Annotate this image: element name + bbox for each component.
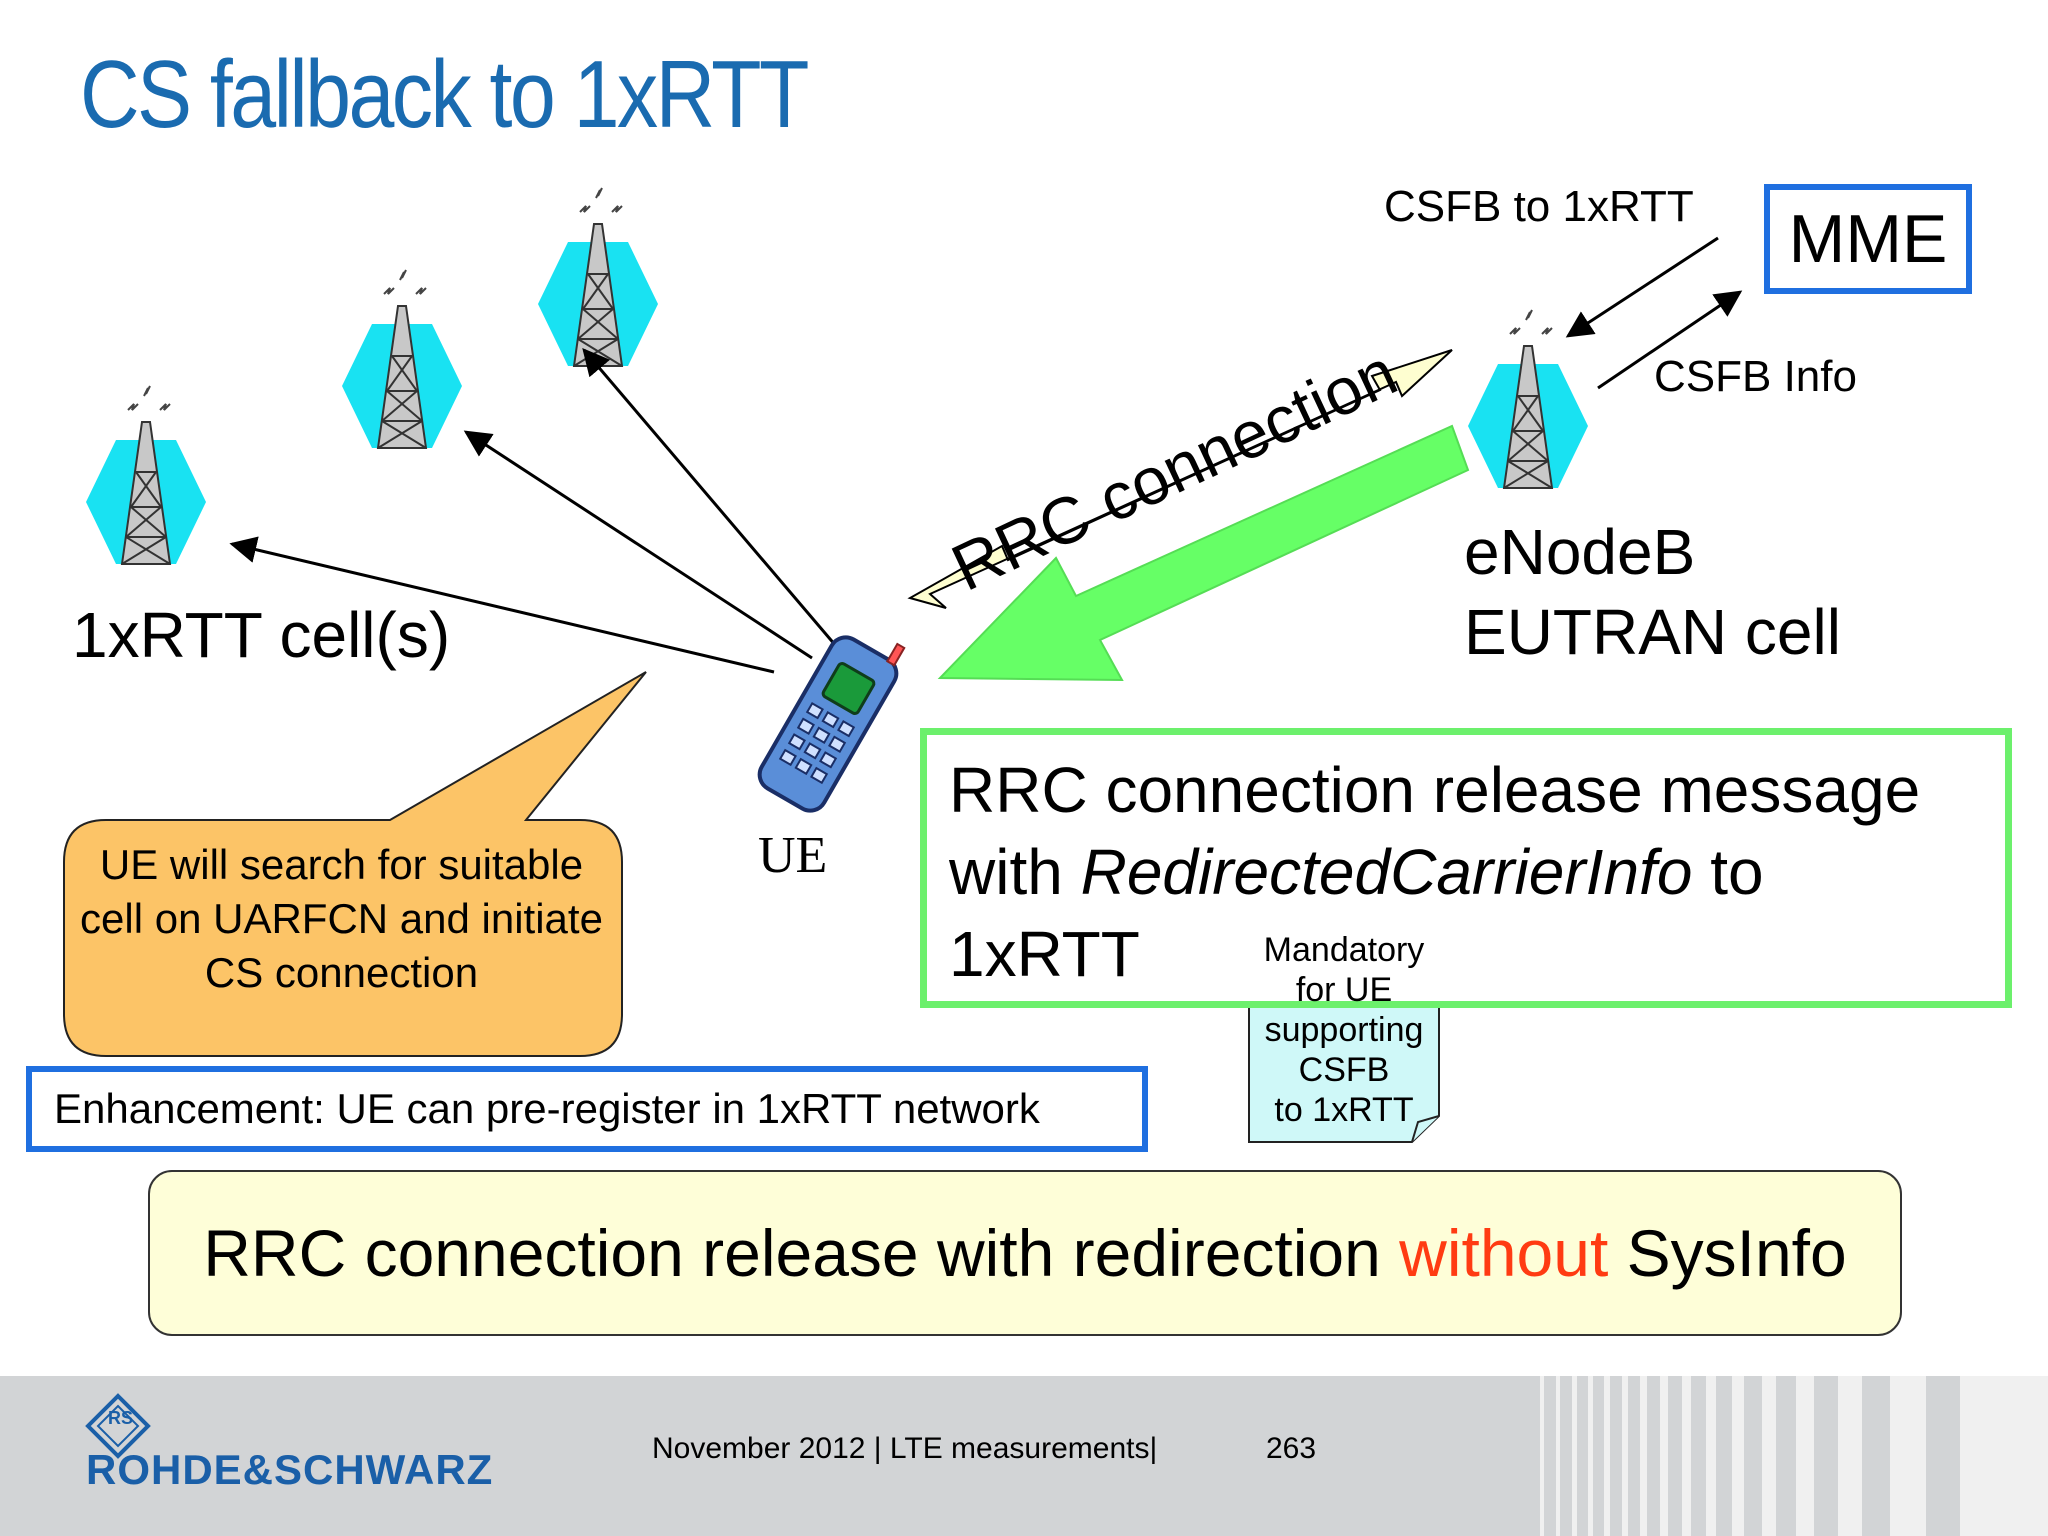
release-message-text: RRC connection release message with Redi…: [949, 749, 2009, 995]
csfb-info-label: CSFB Info: [1654, 352, 1857, 401]
enhancement-box: Enhancement: UE can pre-register in 1xRT…: [26, 1066, 1148, 1152]
enodeb-label: eNodeB EUTRAN cell: [1464, 512, 1841, 672]
ue-phone-icon: [757, 635, 906, 813]
banner-prefix: RRC connection release with redirection: [203, 1216, 1400, 1290]
redirected-carrier-info: RedirectedCarrierInfo: [1080, 836, 1693, 908]
csfb-to-arrow: [1565, 236, 1719, 338]
enhancement-text: Enhancement: UE can pre-register in 1xRT…: [54, 1085, 1040, 1132]
search-arrow-cell-2: [463, 430, 813, 660]
release-line3: 1xRTT: [949, 918, 1140, 990]
mandatory-note-text: Mandatory for UE supporting CSFB to 1xRT…: [1249, 930, 1439, 1130]
1xrtt-tower-icon-1: [85, 385, 207, 565]
footer-text: November 2012 | LTE measurements|: [652, 1432, 1158, 1465]
mandatory-note-line: supporting: [1264, 1011, 1424, 1049]
rohde-schwarz-logo-icon: RS: [85, 1393, 151, 1459]
1xrtt-tower-icon-3: [537, 187, 659, 367]
search-arrow-cell-1: [229, 536, 775, 674]
ue-label: UE: [758, 827, 828, 884]
search-arrow-cell-3: [582, 347, 838, 647]
mandatory-note-line: for UE: [1295, 971, 1393, 1009]
mme-label: MME: [1788, 201, 1948, 277]
release-arrow: [937, 424, 1470, 682]
release-message-box: RRC connection release message with Redi…: [920, 728, 2012, 1008]
1xrtt-tower-icon-2: [341, 269, 463, 449]
1xrtt-cells-label: 1xRTT cell(s): [72, 599, 451, 671]
rrc-connection-arrow: [907, 349, 1453, 609]
banner-highlight: without: [1399, 1216, 1609, 1290]
search-callout-text: UE will search for suitable cell on UARF…: [80, 841, 603, 996]
brand-name: ROHDE&SCHWARZ: [86, 1446, 494, 1493]
search-callout-shape: [63, 671, 647, 1057]
mandatory-note-line: CSFB: [1298, 1051, 1390, 1089]
mme-box: MME: [1764, 184, 1972, 294]
slide-title: CS fallback to 1xRTT: [80, 41, 809, 148]
mandatory-note-line: Mandatory: [1263, 931, 1425, 969]
enodeb-label-line2: EUTRAN cell: [1464, 596, 1841, 668]
csfb-to-1xrtt-label: CSFB to 1xRTT: [1384, 182, 1694, 231]
page-number: 263: [1266, 1432, 1317, 1465]
banner-suffix: SysInfo: [1608, 1216, 1847, 1290]
svg-text:RS: RS: [108, 1408, 133, 1428]
enodeb-tower-icon: [1467, 309, 1589, 489]
release-line1: RRC connection release message: [949, 754, 1921, 826]
enodeb-label-line1: eNodeB: [1464, 516, 1696, 588]
release-line2: with RedirectedCarrierInfo to: [949, 836, 1764, 908]
csfb-info-arrow: [1597, 290, 1743, 390]
bottom-banner: RRC connection release with redirection …: [148, 1170, 1902, 1336]
mandatory-note-line: to 1xRTT: [1274, 1091, 1414, 1129]
footer-stripes: [1540, 1376, 2048, 1536]
